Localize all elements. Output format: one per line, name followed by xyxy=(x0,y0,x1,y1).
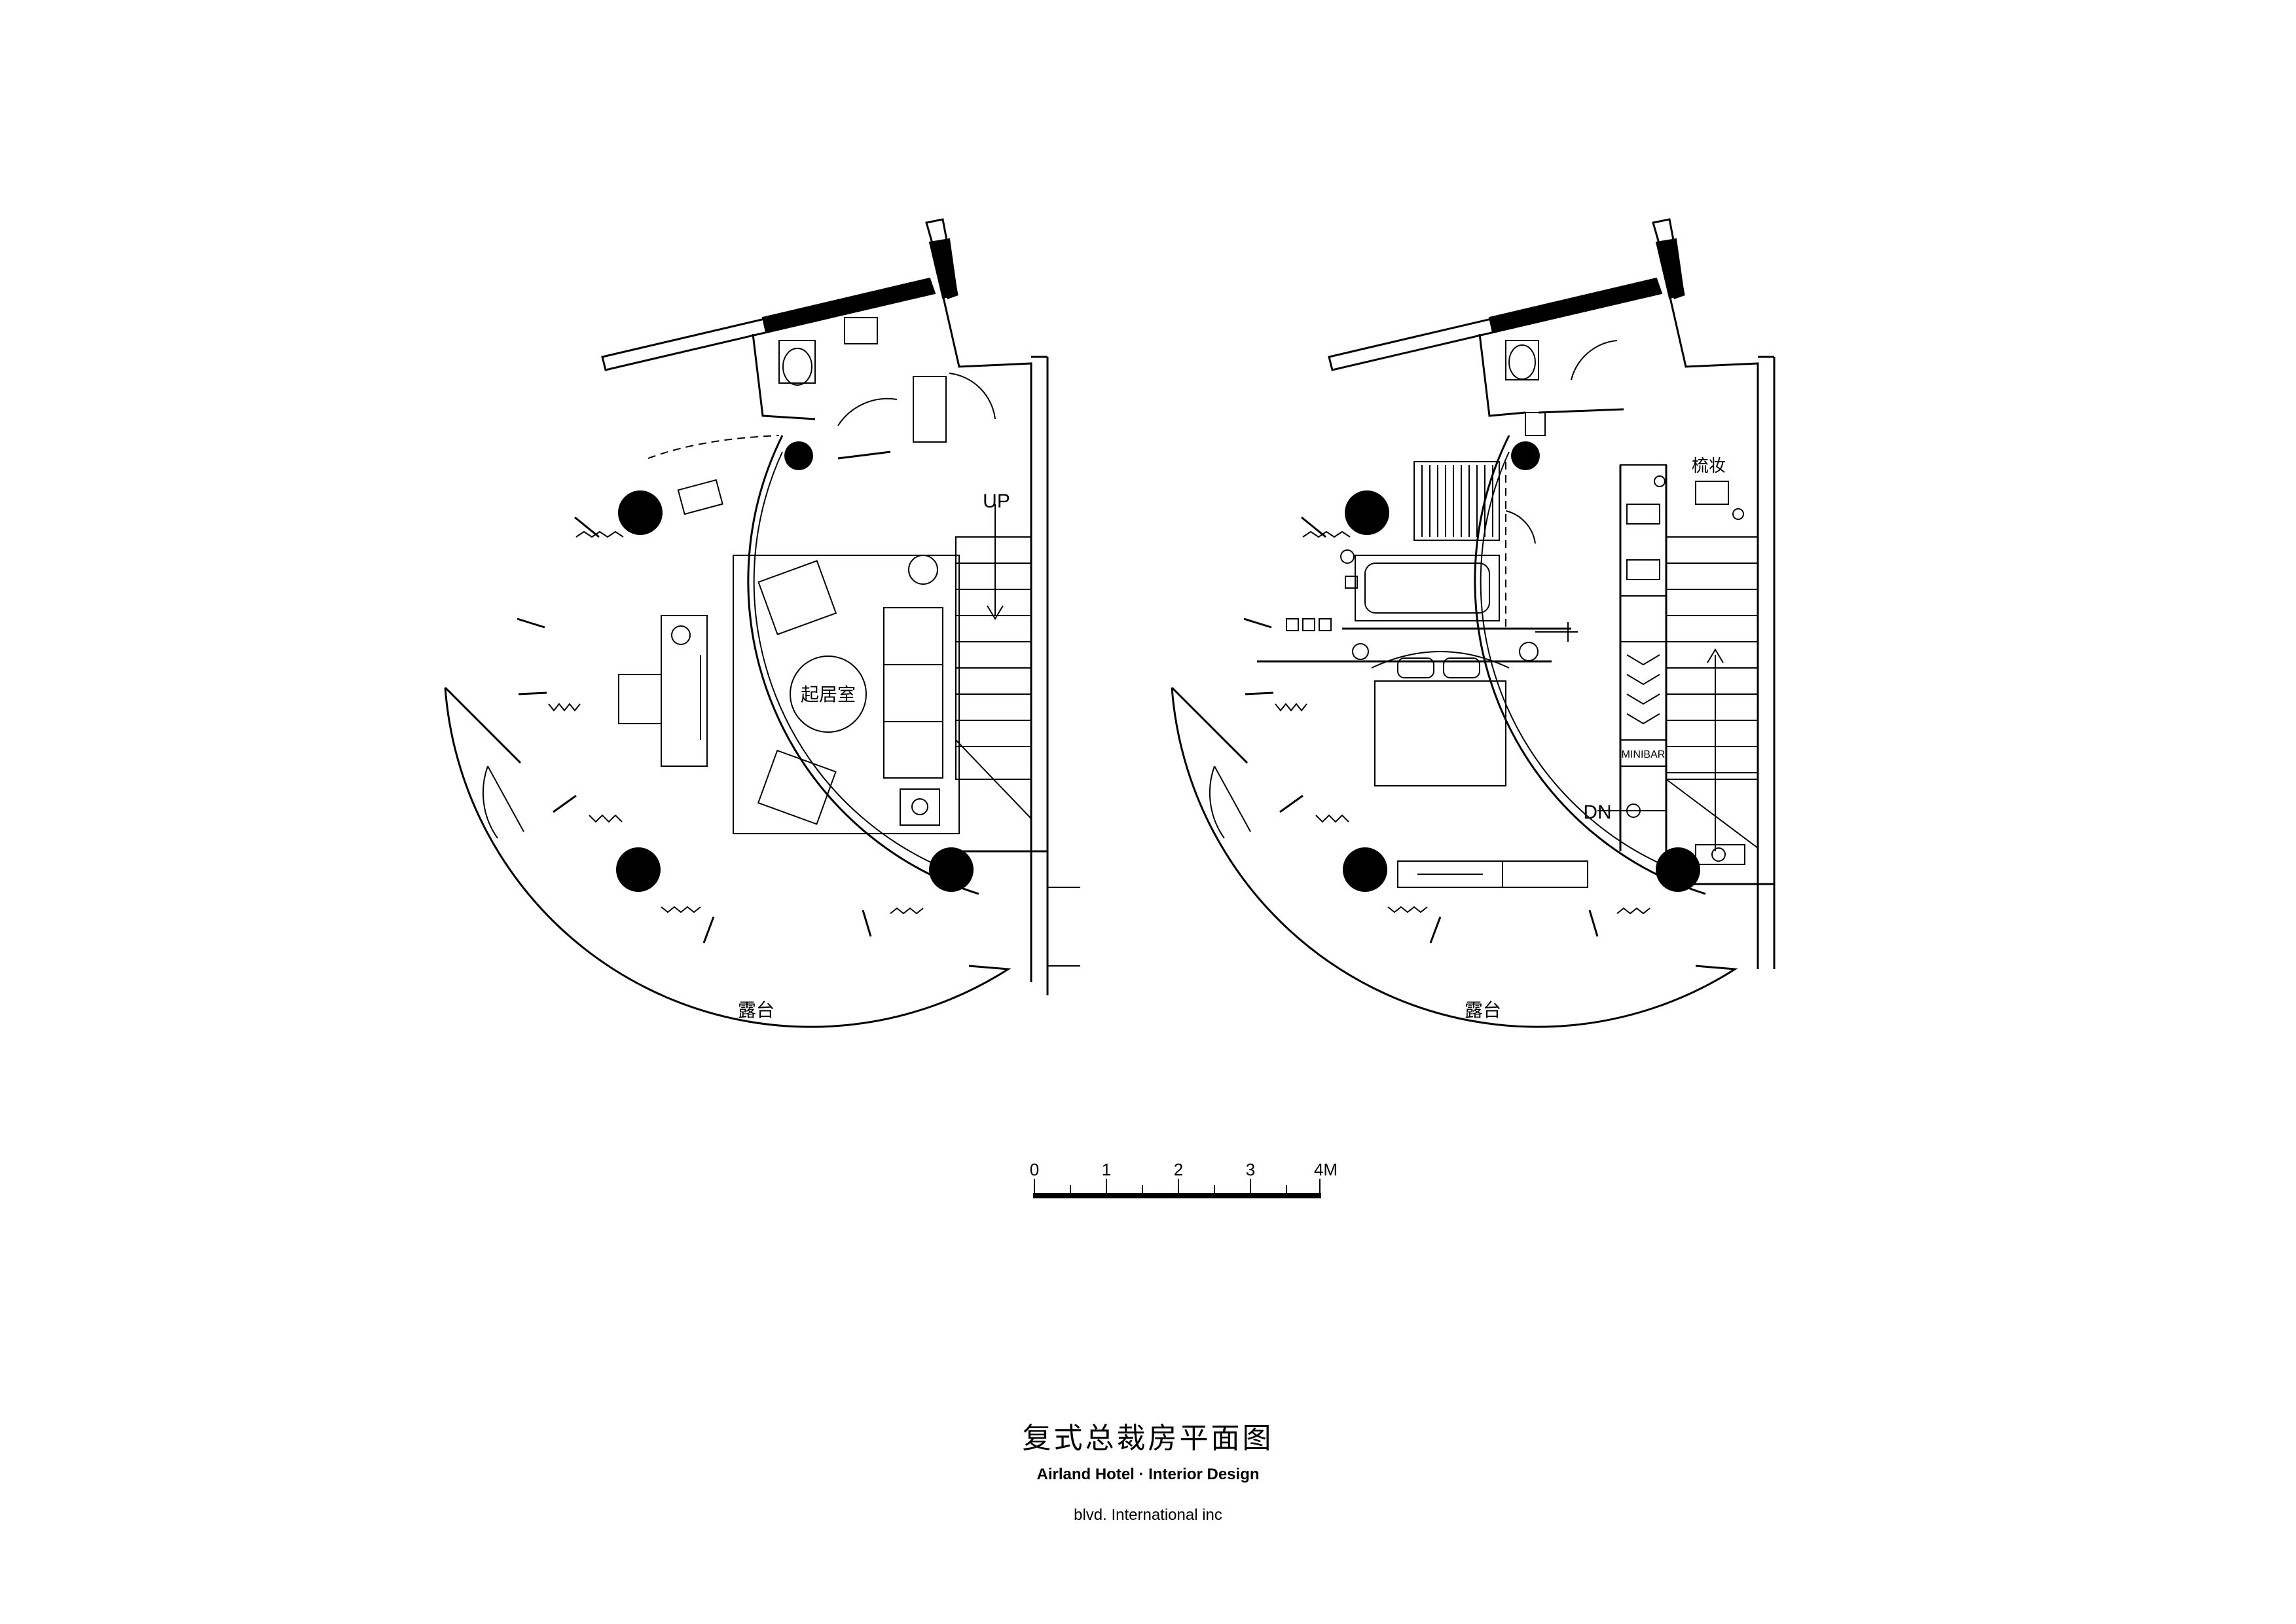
lower-stair-label: UP xyxy=(983,490,1010,512)
lower-coffee-table xyxy=(790,655,867,733)
upper-minibar-label: MINIBAR xyxy=(1622,749,1666,760)
upper-stair-label: DN xyxy=(1583,802,1611,823)
scale-bar-line xyxy=(1033,1193,1321,1198)
upper-bathtub xyxy=(1355,555,1500,621)
upper-curtain-wall xyxy=(1474,435,1706,895)
drawing-title: 复式总裁房平面图 xyxy=(1022,1422,1274,1455)
lower-column xyxy=(618,490,663,535)
upper-dressing-label: 梳妆 xyxy=(1692,456,1726,476)
upper-column xyxy=(1511,441,1540,470)
upper-bench xyxy=(1397,860,1588,888)
upper-stair: DN xyxy=(1583,536,1758,851)
lower-side-table xyxy=(900,788,940,826)
upper-column xyxy=(1343,847,1387,892)
lower-stair: UP xyxy=(955,490,1032,819)
scale-tick-0: 0 xyxy=(1030,1160,1039,1179)
scale-tick-2: 2 xyxy=(1174,1160,1183,1179)
lower-room-label: 起居室 xyxy=(801,684,856,705)
drawing-subtitle: Airland Hotel · Interior Design xyxy=(1036,1466,1260,1483)
lower-floor-lamp xyxy=(908,555,938,585)
lower-column xyxy=(616,847,661,892)
scale-tick-4: 4M xyxy=(1314,1160,1338,1179)
lower-armchair xyxy=(757,560,837,636)
lower-floor-plan: 起居室 xyxy=(444,218,1080,1028)
scale-bar: 0 1 2 3 4M xyxy=(1030,1160,1338,1198)
lower-curtain-wall xyxy=(747,435,979,895)
upper-column xyxy=(1656,847,1700,892)
upper-bed xyxy=(1352,642,1539,786)
upper-column xyxy=(1345,490,1389,535)
lower-sofa xyxy=(883,607,943,779)
upper-terrace-outline xyxy=(1171,687,1738,1028)
scale-tick-1: 1 xyxy=(1102,1160,1111,1179)
lower-terrace-label: 露台 xyxy=(738,999,774,1021)
lower-terrace-outline xyxy=(444,687,1011,1028)
lower-column xyxy=(929,847,974,892)
drawing-firm: blvd. International inc xyxy=(1074,1506,1222,1524)
scale-tick-3: 3 xyxy=(1246,1160,1255,1179)
upper-floor-plan: 梳妆 MINIBAR DN xyxy=(1171,218,1776,1028)
lower-desk-chair xyxy=(618,674,662,724)
lower-column xyxy=(784,441,813,470)
upper-terrace-label: 露台 xyxy=(1465,999,1501,1021)
upper-shower xyxy=(1413,461,1500,541)
lower-armchair xyxy=(757,749,837,825)
